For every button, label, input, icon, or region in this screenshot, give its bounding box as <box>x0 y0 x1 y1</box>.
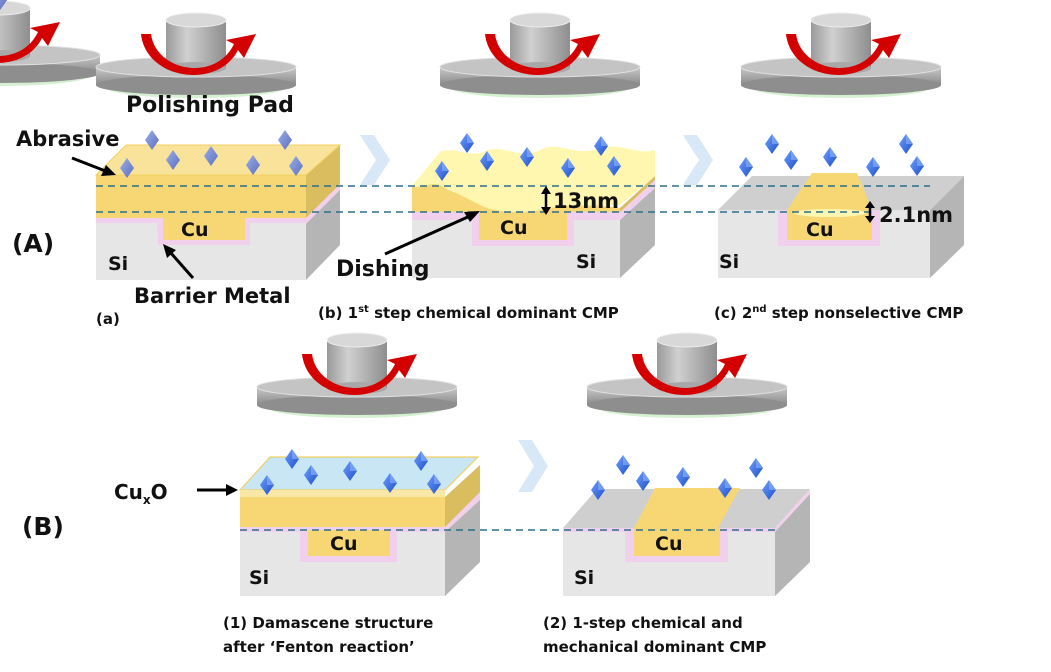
cu-label-c: Cu <box>806 219 833 241</box>
stage-1-caption-line1: (1) Damascene structure <box>223 614 433 632</box>
abrasive-label: Abrasive <box>16 127 119 151</box>
stage-2-wafer <box>563 488 810 596</box>
oxide-pointer-arrow <box>197 484 238 496</box>
stage-1-wafer <box>238 456 480 596</box>
dishing-label: Dishing <box>336 257 430 282</box>
cu-label-a: Cu <box>181 219 208 241</box>
polisher-head-c <box>740 12 942 99</box>
polisher-head-a <box>95 12 297 99</box>
si-label-a: Si <box>108 253 128 275</box>
measure-13nm-arrow <box>541 186 551 215</box>
polishing-pad-label: Polishing Pad <box>126 93 294 118</box>
si-label-2: Si <box>574 567 594 589</box>
polisher-head-icon <box>0 0 101 86</box>
panel-b-label: (B) <box>22 512 64 541</box>
cuxo-label: CuxO <box>114 480 168 507</box>
chevron-arrow-icon <box>683 135 713 185</box>
abrasive-particle-icon <box>0 0 7 10</box>
stage-c-caption: (c) 2nd step nonselective CMP <box>714 304 963 322</box>
polisher-head-2 <box>586 332 788 419</box>
barrier-pointer-arrow <box>163 244 195 279</box>
chevron-arrow-icon <box>360 135 390 185</box>
dishing-pointer-arrow <box>384 211 480 256</box>
cu-label-1: Cu <box>330 533 357 555</box>
stage-b-wafer <box>412 146 655 278</box>
stage-2-caption-line1: (2) 1-step chemical and <box>543 614 743 632</box>
stage-c-wafer <box>718 173 964 278</box>
stage-a-wafer <box>94 144 342 280</box>
stage-b-caption: (b) 1st step chemical dominant CMP <box>318 304 619 322</box>
cu-label-2: Cu <box>655 533 682 555</box>
chevron-arrow-icon <box>518 440 548 492</box>
polisher-head-b <box>439 12 641 99</box>
polisher-head-1 <box>256 332 458 419</box>
measure-2-1nm-label: 2.1nm <box>879 203 953 227</box>
si-label-1: Si <box>249 567 269 589</box>
si-label-c: Si <box>719 251 739 273</box>
stage-2-caption-line2: mechanical dominant CMP <box>543 638 766 656</box>
stage-1-caption-line2: after ‘Fenton reaction’ <box>223 638 415 656</box>
measure-13nm-label: 13nm <box>553 189 619 213</box>
si-label-b: Si <box>576 251 596 273</box>
stage-a-caption: (a) <box>96 310 120 328</box>
measure-2-1nm-arrow <box>865 201 875 223</box>
abrasive-pointer-arrow <box>71 156 116 176</box>
panel-a-label: (A) <box>12 229 54 258</box>
cu-label-b: Cu <box>500 217 527 239</box>
barrier-metal-label: Barrier Metal <box>134 284 291 308</box>
